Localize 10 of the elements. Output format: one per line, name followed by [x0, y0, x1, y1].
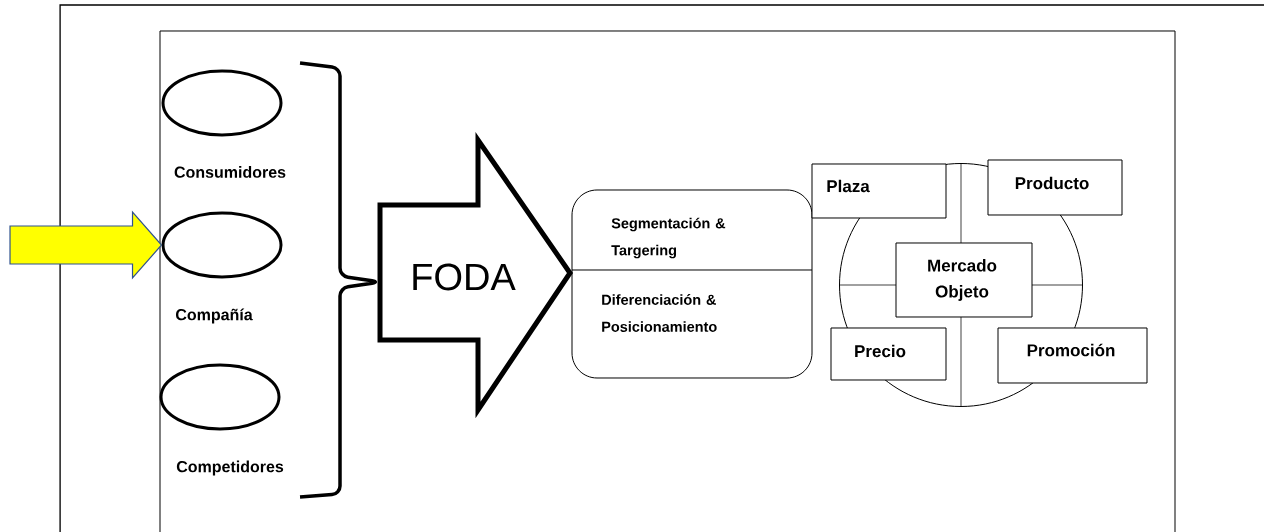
node-label: Competidores	[176, 460, 284, 476]
node-label: Consumidores	[174, 166, 286, 178]
block-arrow	[9, 210, 163, 280]
text-box: Mercado Objeto	[895, 242, 1033, 318]
node-label: Compañía	[176, 308, 253, 324]
rounded-box: Segmentación & Targering Diferenciación & Posicionamiento	[571, 189, 813, 379]
text-box: Plaza	[811, 163, 947, 219]
text-box: Precio	[830, 327, 947, 381]
text-box: Producto	[987, 159, 1123, 216]
text-box: Promoción	[997, 327, 1148, 384]
